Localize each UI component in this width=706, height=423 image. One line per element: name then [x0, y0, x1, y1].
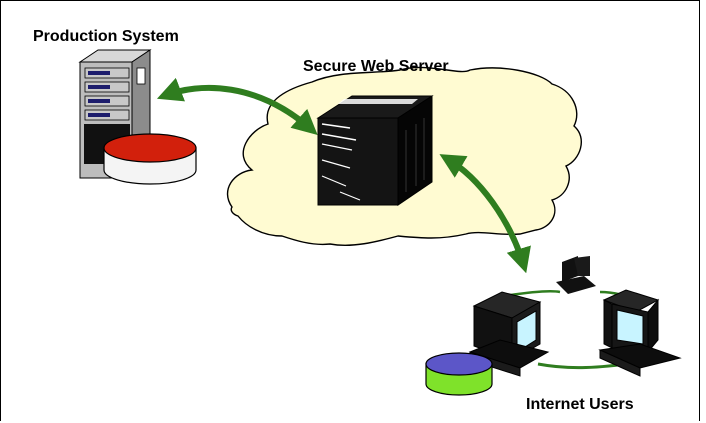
terminal-icon — [556, 256, 596, 294]
connection-arrow-users — [439, 154, 531, 274]
user-workstation-left-icon — [468, 291, 550, 377]
green-database-icon — [425, 352, 493, 396]
connection-arrow-production — [156, 77, 318, 136]
production-system-label: Production System — [33, 28, 179, 45]
red-database-icon — [103, 133, 197, 185]
web-server-icon — [316, 95, 434, 206]
user-workstation-right-icon — [598, 289, 682, 377]
secure-web-server-label: Secure Web Server — [303, 58, 449, 75]
internet-users-label: Internet Users — [526, 396, 634, 413]
